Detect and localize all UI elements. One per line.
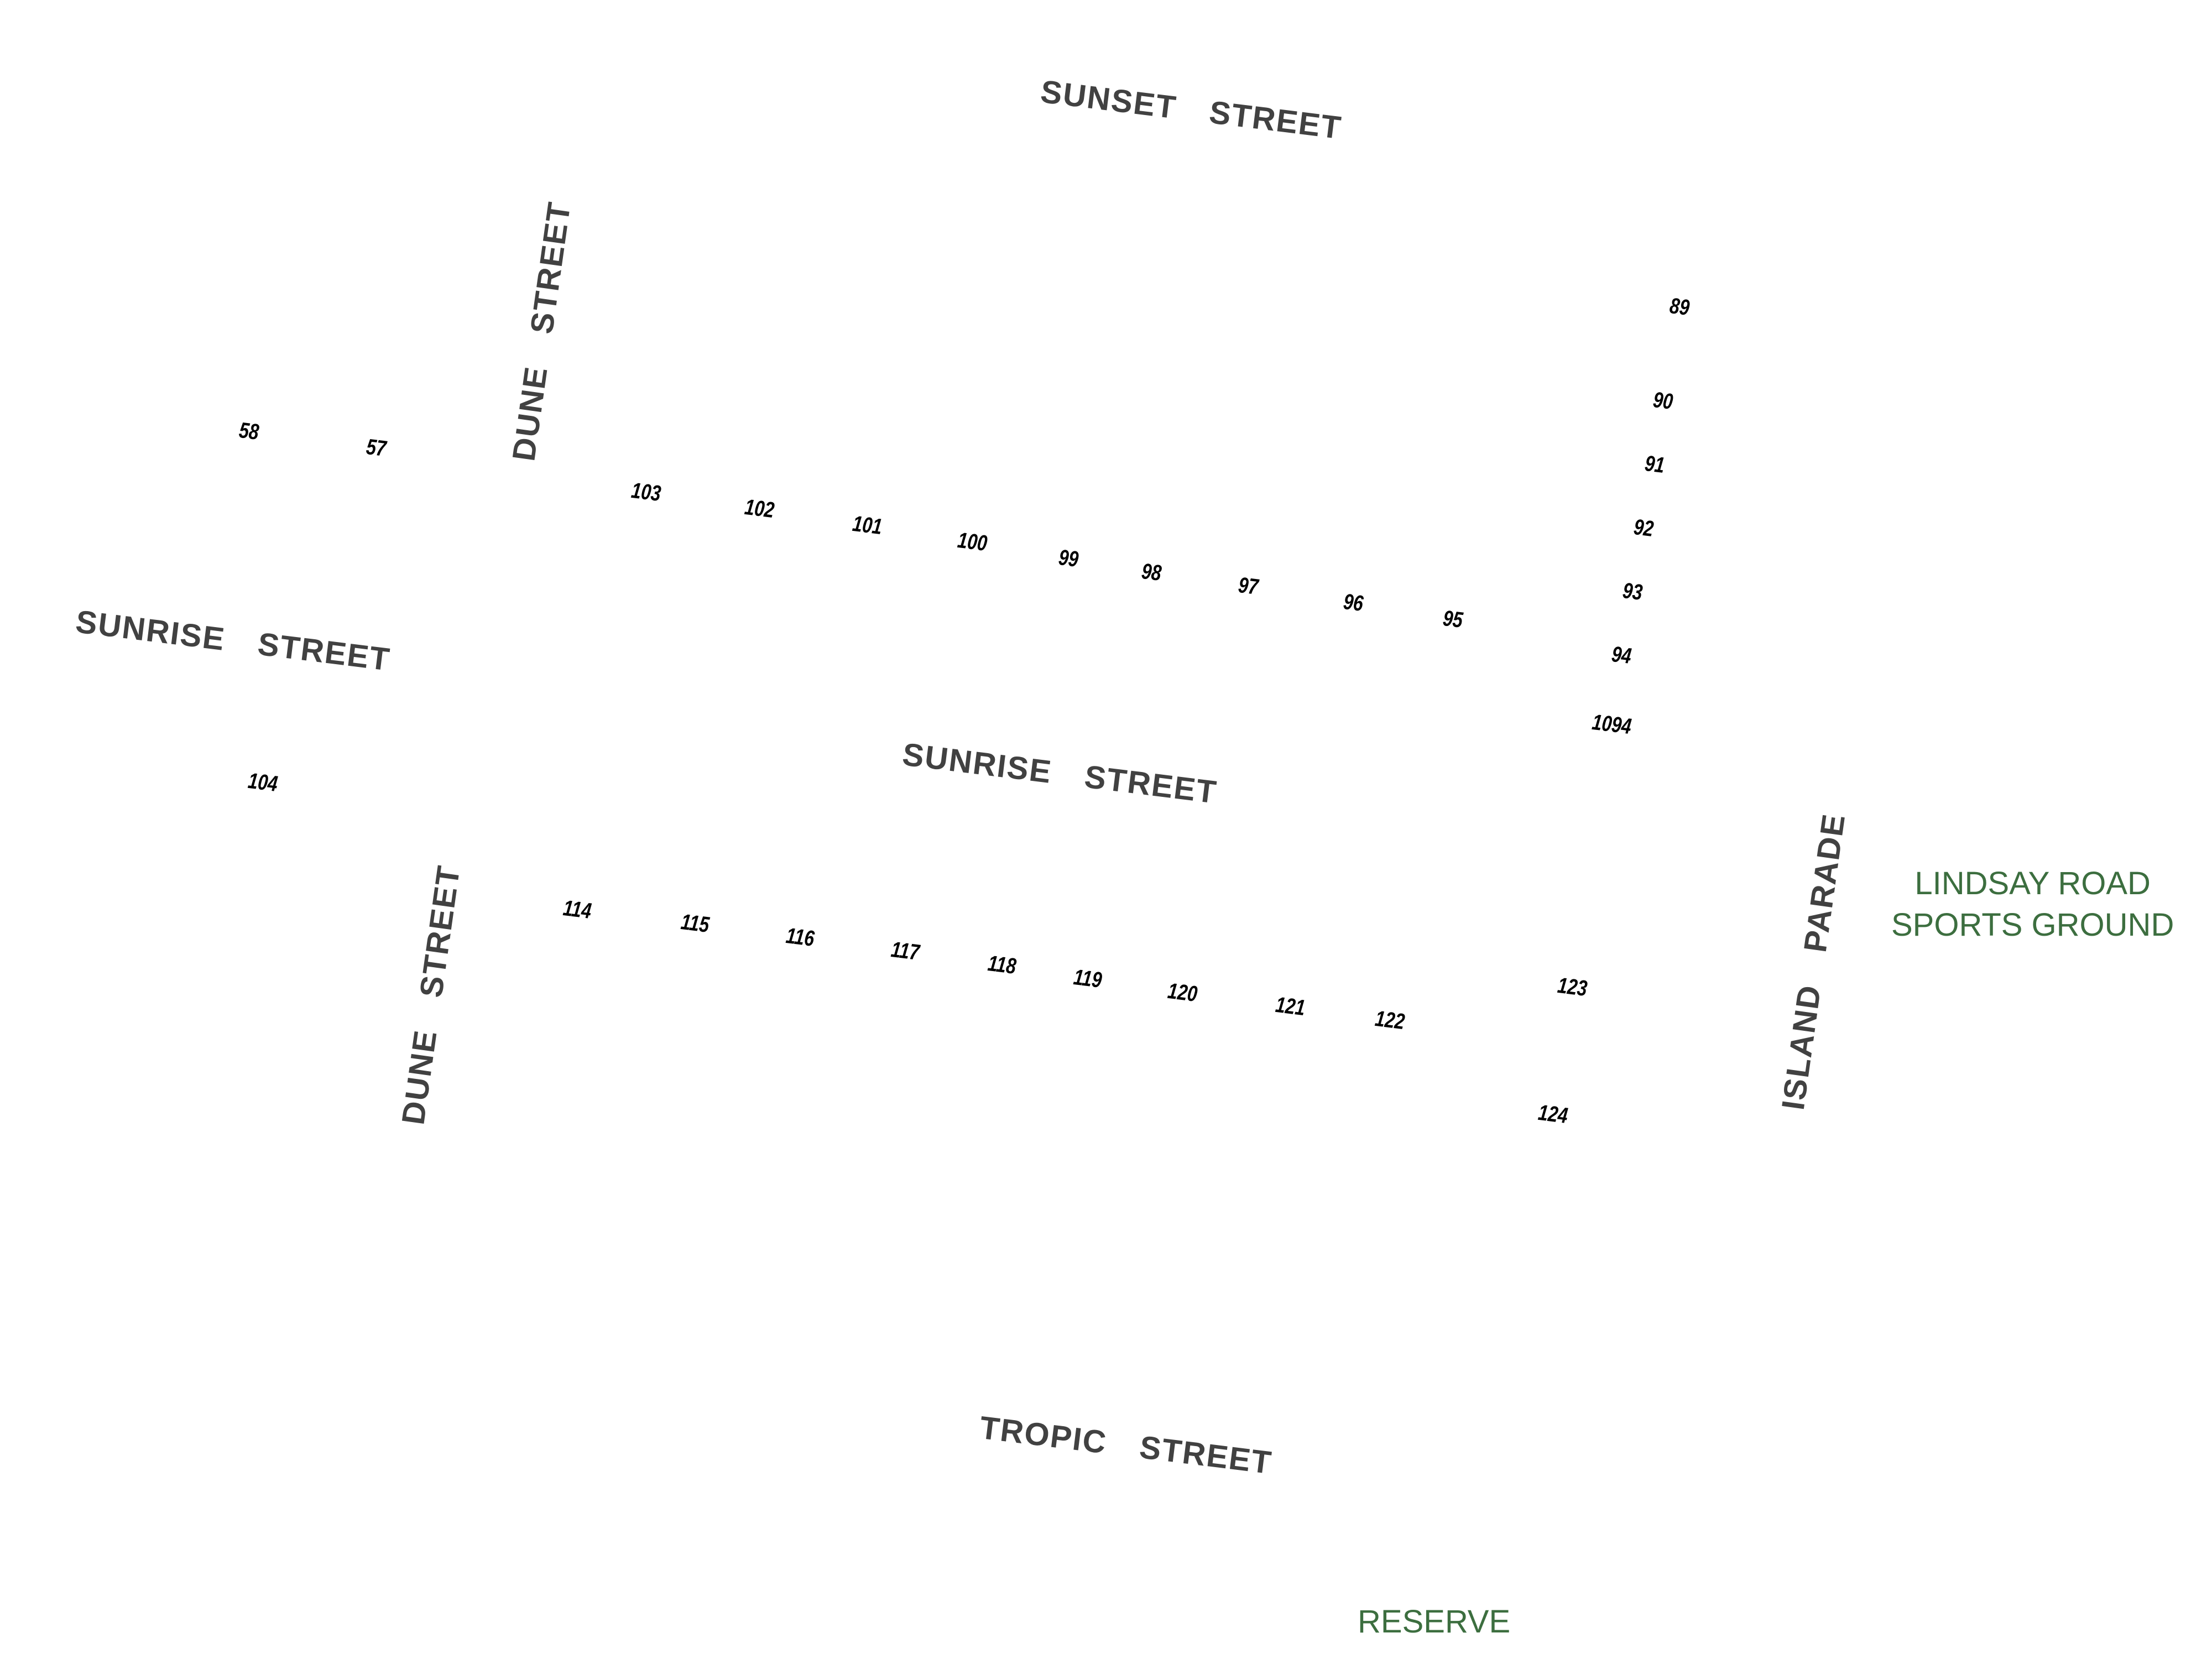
lot-number: 93 [1621, 578, 1644, 606]
lot-number: 90 [1651, 387, 1674, 415]
place-label-line: SPORTS GROUND [1891, 907, 2174, 943]
street-label-tropic-street: TROPIC STREET [978, 1409, 1274, 1481]
lot-number: 89 [1668, 293, 1691, 321]
lot-number: 114 [561, 896, 593, 924]
place-label-line: LINDSAY ROAD [1914, 865, 2151, 901]
street-word: STREET [1082, 758, 1219, 811]
lot-number: 103 [630, 478, 662, 507]
street-word: ISLAND [1775, 982, 1828, 1113]
lot-number: 92 [1632, 514, 1655, 542]
street-word: STREET [523, 199, 578, 336]
lot-number: 94 [1610, 641, 1633, 669]
lot-number: 117 [889, 937, 921, 965]
street-label-sunrise-street-center: SUNRISE STREET [900, 736, 1219, 811]
lot-number: 104 [247, 768, 279, 797]
lot-number: 121 [1274, 992, 1307, 1021]
lot-number: 120 [1166, 978, 1199, 1007]
place-label-lindsay-road-sports-ground: LINDSAY ROAD SPORTS GROUND [1891, 863, 2174, 946]
lot-number: 97 [1237, 572, 1260, 600]
street-word: SUNSET [1039, 73, 1179, 126]
lot-number: 102 [743, 494, 776, 523]
street-word: SUNRISE [74, 603, 227, 658]
street-label-sunset-street: SUNSET STREET [1039, 73, 1344, 147]
street-word: STREET [1207, 94, 1344, 147]
lot-number: 58 [237, 418, 260, 445]
lot-number: 99 [1057, 545, 1080, 572]
lot-number: 1094 [1590, 709, 1633, 739]
lot-number: 101 [851, 511, 884, 540]
street-word: PARADE [1797, 811, 1853, 954]
street-label-dune-street-south: DUNE STREET [395, 855, 467, 1134]
lot-number: 123 [1556, 973, 1589, 1001]
street-word: DUNE [395, 1027, 444, 1127]
lot-number: 100 [956, 528, 989, 556]
street-label-dune-street-north: DUNE STREET [505, 192, 578, 470]
lot-number: 122 [1374, 1006, 1406, 1035]
lot-number: 96 [1342, 589, 1365, 617]
lot-number: 116 [784, 924, 816, 951]
place-label-reserve: RESERVE [1358, 1604, 1511, 1640]
street-word: DUNE [505, 364, 555, 463]
lot-number: 119 [1072, 965, 1103, 993]
street-word: STREET [255, 625, 393, 678]
street-word: STREET [413, 863, 467, 1000]
street-word: TROPIC [978, 1409, 1109, 1461]
lot-number: 91 [1643, 451, 1666, 478]
lot-number: 98 [1140, 559, 1163, 586]
lot-number: 115 [679, 910, 711, 937]
street-label-sunrise-street-west: SUNRISE STREET [74, 603, 393, 678]
lot-number: 124 [1537, 1100, 1569, 1129]
lot-number: 95 [1441, 606, 1464, 633]
lot-number: 118 [986, 951, 1018, 979]
street-word: SUNRISE [900, 736, 1054, 790]
lot-number: 57 [364, 434, 388, 462]
street-word: STREET [1138, 1429, 1274, 1481]
street-label-island-parade: ISLAND PARADE [1775, 795, 1853, 1128]
